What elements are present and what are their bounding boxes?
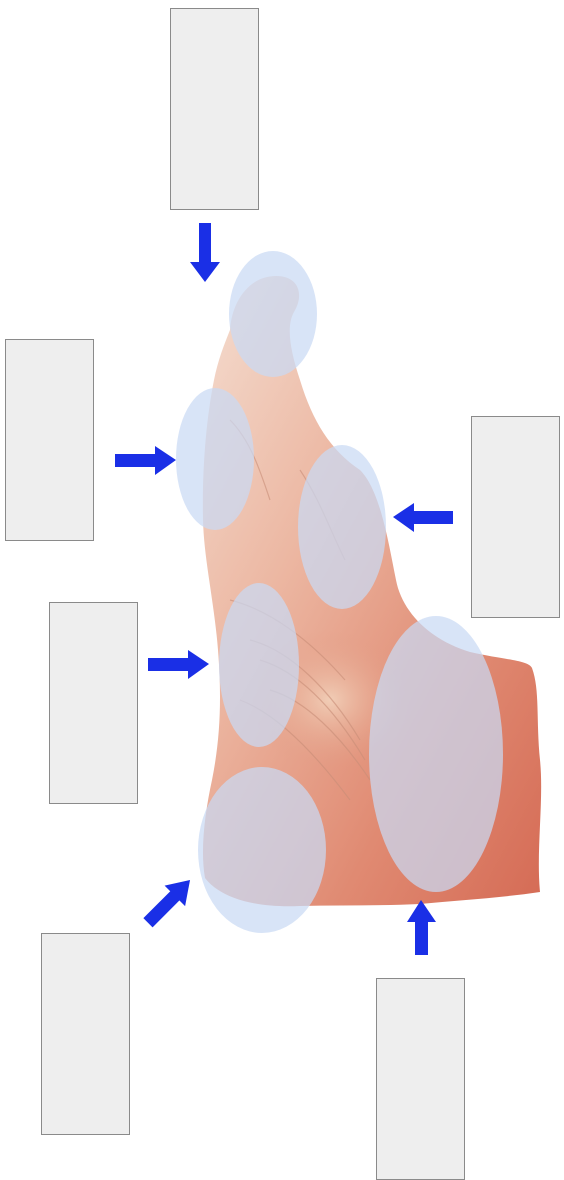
region-heel-outer — [369, 616, 503, 892]
region-ball-outer — [298, 445, 386, 609]
label-box-heel-inner[interactable] — [41, 933, 130, 1135]
arrow-up-icon — [407, 900, 436, 955]
label-box-ball-inner[interactable] — [5, 339, 94, 541]
region-toe-tip — [229, 251, 317, 377]
label-box-arch[interactable] — [49, 602, 138, 804]
arrow-right-icon — [115, 446, 176, 475]
region-ball-inner — [176, 388, 254, 530]
arrow-left-icon — [393, 503, 453, 532]
label-box-heel-outer[interactable] — [376, 978, 465, 1180]
label-box-toe-tip[interactable] — [170, 8, 259, 210]
arrow-right-icon — [148, 650, 209, 679]
arrow-diagonal-icon — [138, 870, 201, 933]
region-arch — [219, 583, 299, 747]
region-heel-inner — [198, 767, 326, 933]
arrow-down-icon — [190, 223, 220, 282]
label-box-ball-outer[interactable] — [471, 416, 560, 618]
